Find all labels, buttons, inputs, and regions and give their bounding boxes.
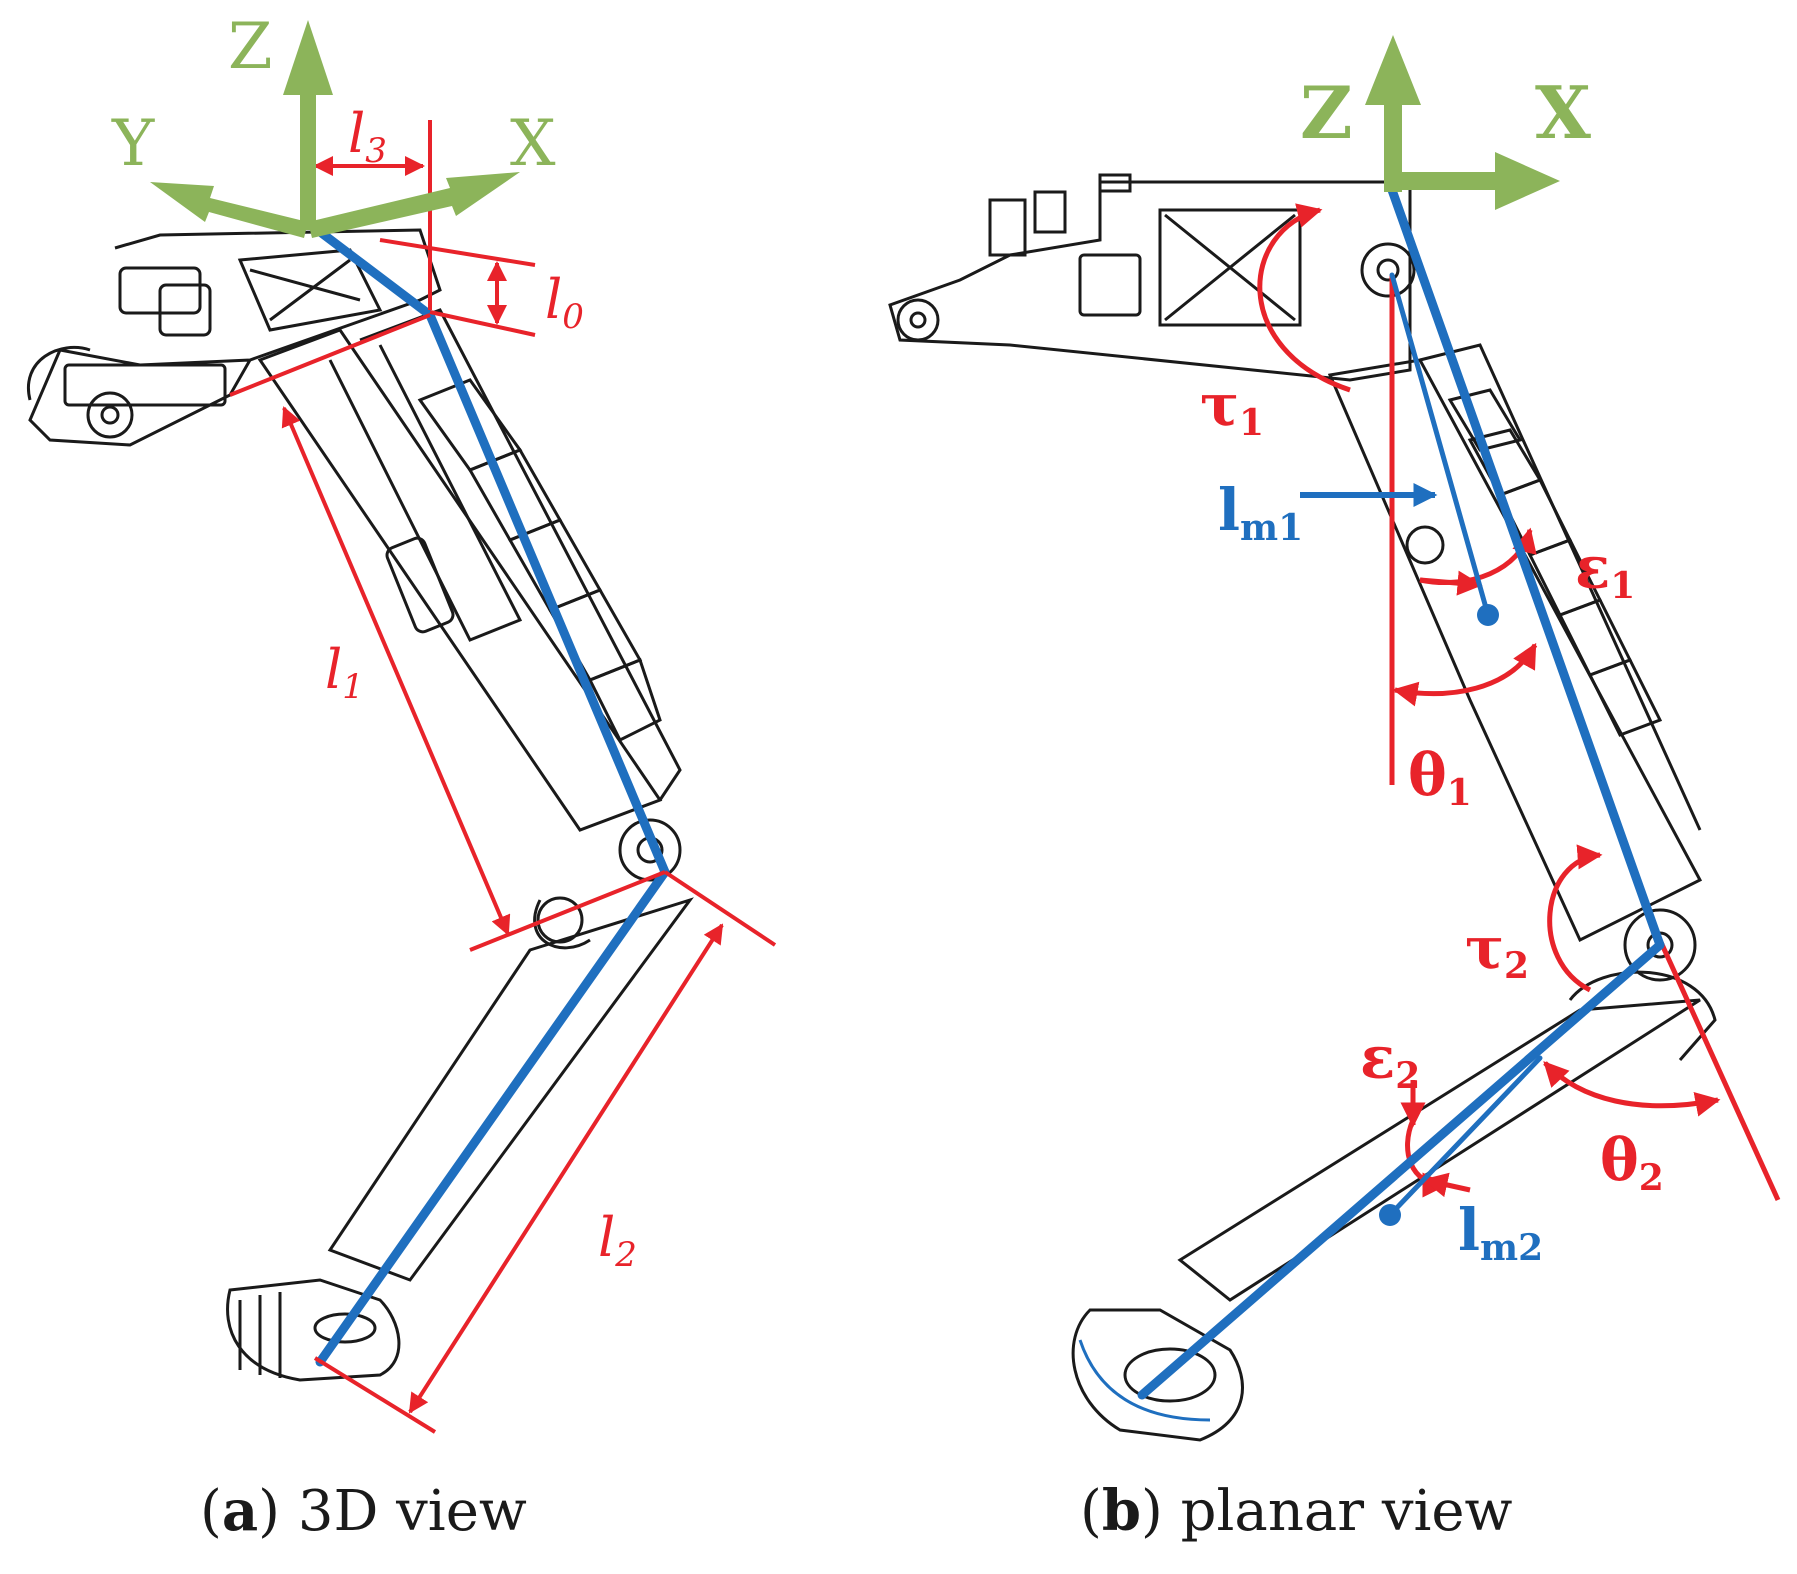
leg-drawing-a [26,228,694,1382]
eps1-label: ε1 [1575,534,1635,607]
coordinate-axes-b [1365,35,1560,210]
panel-a-3d-view: Z Y X l3 l0 l1 l2 [26,10,777,1434]
com2-line [1387,1055,1543,1218]
theta1-arc [1392,642,1538,707]
com1-line [1389,272,1491,618]
knee-extension-line [1657,938,1781,1202]
caption-b: (b) planar view [1080,1478,1513,1544]
l1-label: l1 [325,638,364,707]
l3-label: l3 [348,102,387,171]
caption-a-letter: a [221,1478,259,1544]
tau2-label: τ2 [1465,914,1529,987]
theta2-label: θ2 [1600,1126,1664,1199]
theta1-label: θ1 [1408,741,1472,814]
lower-link-line-b [1137,940,1665,1400]
axis-x-label-b: X [1535,70,1591,155]
reference-lines-b [1257,203,1781,1202]
lm2-label: lm2 [1458,1196,1543,1269]
com1-point [1477,604,1499,626]
l2-label: l2 [598,1206,637,1275]
eps2-label: ε2 [1360,1024,1420,1097]
link-lines-b [1137,185,1665,1400]
axis-x-label-a: X [510,107,556,181]
coordinate-axes-a [150,20,520,238]
lm1-label: lm1 [1218,476,1303,549]
axis-z-label-a: Z [228,10,272,84]
caption-a-text: 3D view [297,1479,527,1544]
upper-link-line-b [1387,185,1665,950]
leg-drawing-b [888,173,1717,1442]
dimension-lines-a [229,120,777,1434]
axis-y-label-a: Y [111,107,155,181]
lower-link-line [315,867,670,1367]
panel-b-planar-view: Z X τ1 ε1 θ1 τ2 ε2 θ2 lm1 lm2 [888,35,1781,1442]
caption-a: (a) 3D view [200,1478,527,1544]
caption-b-text: planar view [1180,1479,1513,1544]
hip-link-line [310,223,435,320]
tau2-arc [1547,844,1603,993]
theta2-arc [1543,1061,1721,1117]
caption-b-letter: b [1101,1478,1142,1544]
l1-dimension-arrow [281,406,511,936]
upper-link-line [425,310,670,877]
com2-point [1379,1204,1401,1226]
tau1-arc [1257,203,1351,393]
axis-z-label-b: Z [1300,70,1353,155]
l2-dimension-arrow [408,923,724,1414]
l0-label: l0 [545,268,584,337]
tau1-label: τ1 [1200,371,1264,444]
